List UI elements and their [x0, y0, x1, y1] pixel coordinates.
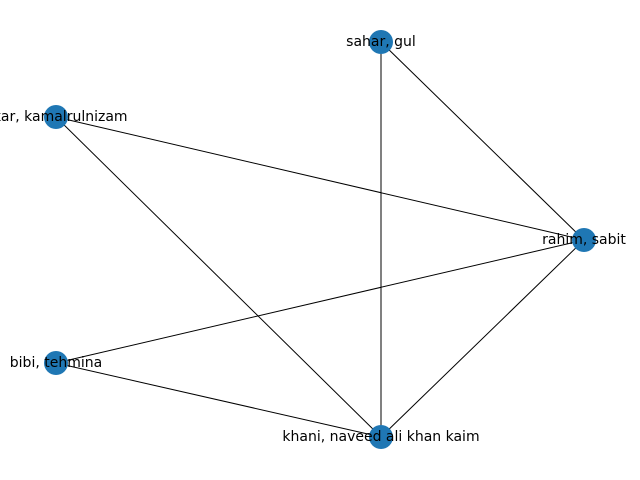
node-label-khani: khani, naveed ali khan kaim	[282, 429, 479, 445]
node-label-rahim: rahim, sabit	[542, 232, 626, 248]
node-kamal	[44, 105, 68, 129]
node-sahar	[369, 30, 393, 54]
nodes-layer	[44, 30, 596, 449]
node-bibi	[44, 351, 68, 375]
edge-kamal-rahim	[55, 116, 585, 241]
edge-rahim-khani	[380, 239, 585, 438]
node-label-bibi: bibi, tehmina	[10, 355, 102, 371]
node-label-sahar: sahar, gul	[346, 34, 416, 50]
edge-bibi-khani	[55, 362, 382, 438]
edges-layer	[55, 41, 585, 438]
edge-rahim-bibi	[55, 239, 585, 364]
labels-layer: sahar, gul akar, kamalrulnizam rahim, sabi…	[0, 34, 626, 445]
node-rahim	[572, 228, 596, 252]
edge-sahar-rahim	[380, 41, 585, 241]
edge-kamal-khani	[55, 116, 382, 438]
node-label-kamal: akar, kamalrulnizam	[0, 109, 128, 125]
node-khani	[369, 425, 393, 449]
